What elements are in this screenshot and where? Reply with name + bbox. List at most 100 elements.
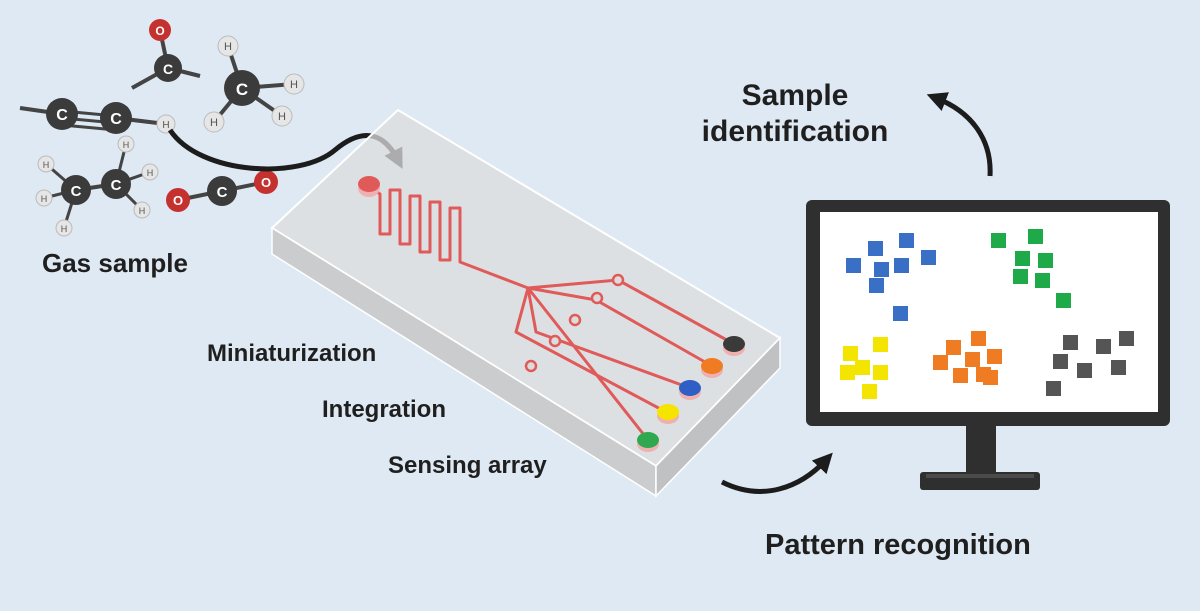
hydrogen-symbol: H xyxy=(43,160,50,170)
cluster-point xyxy=(899,233,914,248)
hydrogen-symbol: H xyxy=(224,41,232,53)
hydrogen-atom xyxy=(55,219,73,237)
cluster-green xyxy=(991,229,1071,308)
cluster-point xyxy=(933,355,948,370)
junction xyxy=(568,313,582,327)
oxygen-atom xyxy=(149,19,171,41)
cluster-point xyxy=(862,384,877,399)
carbon-symbol: C xyxy=(71,183,82,200)
hydrogen-atom xyxy=(37,155,55,173)
hydrogen-symbol: H xyxy=(210,117,218,129)
carbon-symbol: C xyxy=(110,111,122,128)
junction xyxy=(611,273,625,287)
hydrogen-atom xyxy=(283,73,305,95)
monitor-neck xyxy=(966,426,996,474)
hydrogen-atom xyxy=(141,163,159,181)
inlet-port xyxy=(358,176,380,197)
molecule-formaldehyde: O C xyxy=(131,19,201,90)
cluster-point xyxy=(1028,229,1043,244)
sensing-array-label: Sensing array xyxy=(388,452,547,479)
hydrogen-symbol: H xyxy=(278,111,286,123)
cluster-point xyxy=(1053,354,1068,369)
serpentine-channel xyxy=(366,184,530,290)
hydrogen-atom xyxy=(217,35,239,57)
cluster-point xyxy=(1096,339,1111,354)
cluster-point xyxy=(874,262,889,277)
channel-to-yellow-sensor xyxy=(514,286,668,414)
identification-arrow xyxy=(926,92,993,177)
oxygen-atom xyxy=(254,170,278,194)
oxygen-symbol: O xyxy=(261,175,271,190)
microfluidic-chip xyxy=(270,108,782,498)
cluster-point xyxy=(1046,381,1061,396)
hydrogen-atom xyxy=(133,201,151,219)
cluster-point xyxy=(1056,293,1071,308)
oxygen-atom xyxy=(166,188,190,212)
monitor-stand-highlight xyxy=(926,474,1034,478)
cluster-point xyxy=(873,337,888,352)
gas-sample-label: Gas sample xyxy=(42,248,188,278)
molecule-carbon-dioxide: O C O xyxy=(166,170,278,212)
channel-junctions xyxy=(524,273,625,373)
integration-label: Integration xyxy=(322,396,446,423)
green-sensor xyxy=(637,432,659,448)
sensing-array-ports xyxy=(637,336,745,452)
cluster-point xyxy=(965,352,980,367)
hydrogen-symbol: H xyxy=(162,120,169,131)
carbon-atom xyxy=(207,176,237,206)
hydrogen-symbol: H xyxy=(61,224,68,234)
cluster-point xyxy=(953,368,968,383)
cluster-point xyxy=(1077,363,1092,378)
carbon-atom xyxy=(154,54,182,82)
cluster-point xyxy=(843,346,858,361)
hydrogen-symbol: H xyxy=(290,79,298,91)
molecule-methane: H H H H C xyxy=(203,35,305,133)
junction xyxy=(524,359,538,373)
oxygen-symbol: O xyxy=(155,24,164,38)
cluster-point xyxy=(855,360,870,375)
carbon-atom xyxy=(100,102,132,134)
hydrogen-atom xyxy=(35,189,53,207)
channel-to-blue-sensor xyxy=(526,286,692,390)
hydrogen-atom xyxy=(203,111,225,133)
cluster-point xyxy=(921,250,936,265)
junction xyxy=(590,291,604,305)
hydrogen-atom xyxy=(156,114,176,134)
carbon-atom xyxy=(46,98,78,130)
cluster-point xyxy=(991,233,1006,248)
hydrogen-symbol: H xyxy=(41,194,48,204)
carbon-symbol: C xyxy=(236,80,248,99)
molecule-propane: H H H H H H C C xyxy=(35,135,159,237)
black-sensor xyxy=(723,336,745,352)
hydrogen-symbol: H xyxy=(139,206,146,216)
computer-monitor xyxy=(806,200,1170,490)
carbon-atom xyxy=(101,169,131,199)
cluster-point xyxy=(894,258,909,273)
cluster-point xyxy=(893,306,908,321)
miniaturization-label: Miniaturization xyxy=(207,340,377,367)
channel-to-green-sensor xyxy=(526,286,650,442)
carbon-symbol: C xyxy=(56,107,68,124)
cluster-point xyxy=(869,278,884,293)
blue-sensor xyxy=(679,380,701,396)
cluster-point xyxy=(987,349,1002,364)
cluster-point xyxy=(1013,269,1028,284)
carbon-symbol: C xyxy=(217,184,228,201)
chip-to-monitor-arrow xyxy=(720,452,833,494)
cluster-point xyxy=(1063,335,1078,350)
cluster-point xyxy=(868,241,883,256)
cluster-blue xyxy=(846,233,936,321)
hydrogen-atom xyxy=(117,135,135,153)
cluster-point xyxy=(840,365,855,380)
cluster-point xyxy=(1035,273,1050,288)
pattern-recognition-label: Pattern recognition xyxy=(765,529,1031,561)
hydrogen-symbol: H xyxy=(123,140,130,150)
carbon-atom xyxy=(61,175,91,205)
carbon-symbol: C xyxy=(163,61,173,77)
cluster-gray xyxy=(1046,331,1134,396)
cluster-point xyxy=(971,331,986,346)
cluster-point xyxy=(946,340,961,355)
inlet-port-top xyxy=(358,176,380,192)
